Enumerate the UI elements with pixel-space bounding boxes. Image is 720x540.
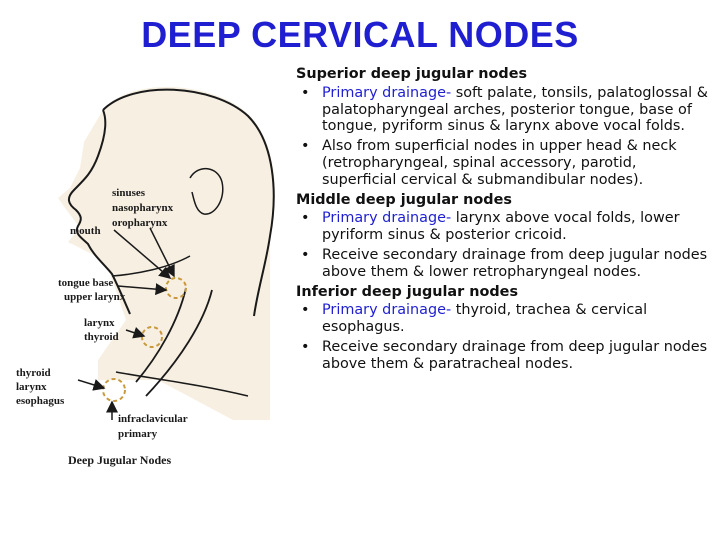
section-superior: Superior deep jugular nodes Primary drai… [296, 66, 712, 189]
jaw-line [111, 255, 191, 277]
notes-column: Superior deep jugular nodes Primary drai… [296, 66, 712, 376]
section-heading: Middle deep jugular nodes [296, 191, 512, 208]
label-larynx: larynx [84, 317, 115, 329]
bullet-text: Also from superficial nodes in upper hea… [322, 138, 677, 188]
bullet-list: Primary drainage- soft palate, tonsils, … [296, 85, 712, 189]
label-primary: primary [118, 428, 158, 440]
neck-back [145, 289, 213, 397]
neck-front [135, 287, 187, 383]
label-mouth: mouth [70, 225, 101, 237]
label-sinuses: sinuses [112, 187, 146, 199]
section-heading: Inferior deep jugular nodes [296, 283, 519, 300]
section-inferior: Inferior deep jugular nodes Primary drai… [296, 284, 712, 373]
neck-diagram: sinuses nasopharynx oropharynx mouth ton… [8, 60, 290, 480]
label-oropharynx: oropharynx [112, 217, 168, 229]
figure-caption: Deep Jugular Nodes [68, 453, 171, 467]
bullet-text: soft palate, tonsils, palatoglossal & pa… [322, 84, 708, 135]
face-profile [68, 109, 131, 315]
label-thyroid: thyroid [84, 331, 119, 343]
arrow-tongue-base [117, 283, 168, 296]
label-esophagus: esophagus [16, 395, 65, 407]
label-nasopharynx: nasopharynx [112, 202, 174, 214]
neck-illustration: sinuses nasopharynx oropharynx mouth ton… [16, 86, 275, 467]
list-item: Also from superficial nodes in upper hea… [296, 138, 712, 188]
list-item: Receive secondary drainage from deep jug… [296, 247, 712, 281]
head-back [102, 88, 275, 317]
highlight-label: Primary drainage- [322, 84, 452, 101]
arrow-larynx-thyroid [125, 326, 146, 339]
node-inferior [102, 378, 126, 402]
arrow-left-thyroid [77, 379, 106, 391]
label-infraclavicular: infraclavicular [118, 413, 188, 425]
arrow-mouth [113, 229, 172, 279]
label-upper-larynx: upper larynx [64, 291, 126, 303]
bullet-list: Primary drainage- larynx above vocal fol… [296, 210, 712, 280]
bullet-text: thyroid, trachea & cervical esophagus. [322, 302, 648, 336]
list-item: Primary drainage- larynx above vocal fol… [296, 210, 712, 244]
section-middle: Middle deep jugular nodes Primary draina… [296, 192, 712, 281]
bullet-text: larynx above vocal folds, lower pyriform… [322, 210, 680, 244]
label-left-larynx: larynx [16, 381, 47, 393]
section-heading: Superior deep jugular nodes [296, 66, 528, 82]
list-item: Receive secondary drainage from deep jug… [296, 339, 712, 373]
head-silhouette [58, 86, 275, 421]
highlight-label: Primary drainage- [322, 302, 452, 319]
label-tongue-base: tongue base [58, 277, 113, 289]
bullet-text: Receive secondary drainage from deep jug… [322, 246, 708, 280]
label-left-thyroid: thyroid [16, 367, 51, 379]
bullet-text: Receive secondary drainage from deep jug… [322, 338, 708, 372]
highlight-label: Primary drainage- [322, 210, 452, 227]
ear [189, 168, 224, 215]
bullet-list: Primary drainage- thyroid, trachea & cer… [296, 302, 712, 372]
list-item: Primary drainage- thyroid, trachea & cer… [296, 302, 712, 336]
list-item: Primary drainage- soft palate, tonsils, … [296, 85, 712, 135]
page-title: DEEP CERVICAL NODES [141, 14, 579, 55]
shoulder-line [115, 371, 249, 397]
